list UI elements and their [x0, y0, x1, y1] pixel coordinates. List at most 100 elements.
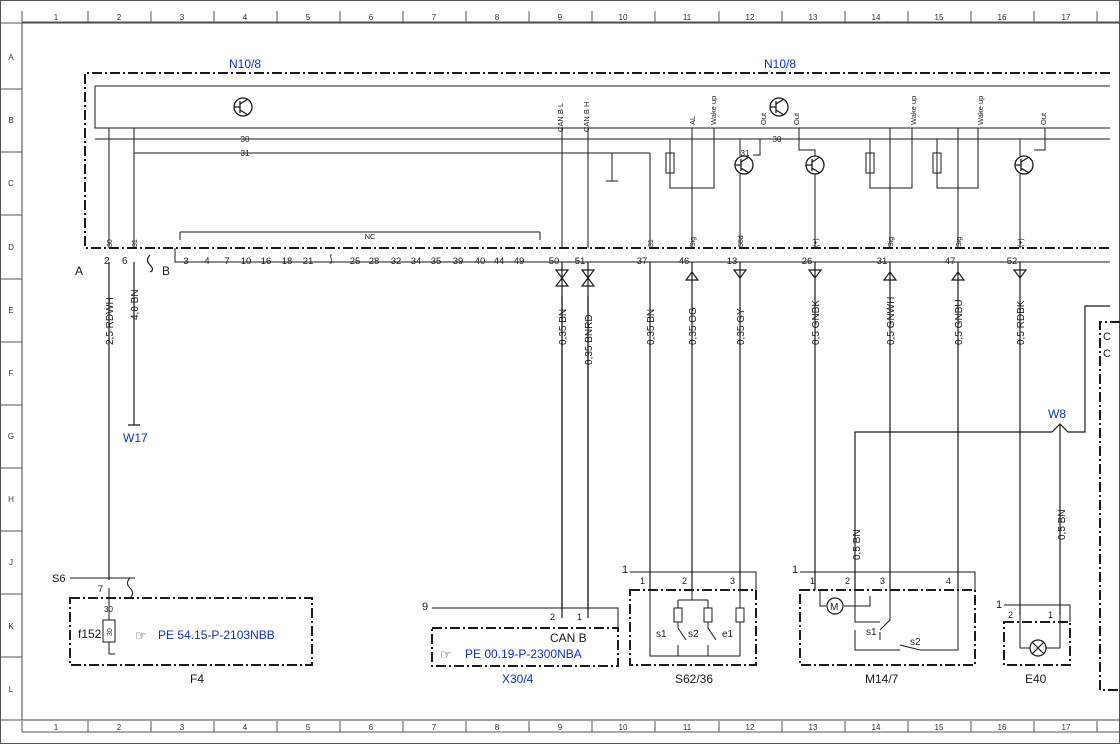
- pin-b-32: 32: [391, 256, 402, 267]
- grid-col-8: 8: [495, 723, 500, 732]
- wire-gauge-label: 0,35 BNRD: [584, 314, 595, 365]
- f4-pin30: 30: [104, 605, 113, 614]
- s62-pin-1: 1: [640, 576, 645, 586]
- x30-can-label: CAN B: [550, 631, 587, 645]
- wire-gauge-label: 0,5 GNBK: [811, 300, 822, 345]
- grid-col-3: 3: [180, 723, 185, 732]
- grid-col-13: 13: [809, 723, 818, 732]
- wire-a2-label: 2,5 RDWH: [105, 297, 116, 345]
- pin-b-3: 3: [183, 256, 188, 267]
- wire-a6-label: 4,0 BN: [130, 289, 141, 320]
- component-m14-7: [799, 571, 976, 666]
- f4-name: F4: [190, 672, 204, 686]
- grid-row-A: A: [8, 53, 14, 62]
- grid-col-16: 16: [998, 13, 1007, 22]
- pin-b-44: 44: [494, 256, 505, 267]
- can-bl-label: CAN B L: [556, 103, 565, 132]
- component-e40: [1003, 604, 1071, 666]
- e40-index: 1: [996, 599, 1002, 611]
- pin-a-2: 2: [104, 256, 110, 267]
- grid-col-12: 12: [746, 13, 755, 22]
- m14-motor-label: M: [830, 602, 838, 613]
- pin-a-6: 6: [122, 256, 128, 267]
- grid-col-4: 4: [243, 13, 248, 22]
- grid-row-H: H: [8, 495, 14, 504]
- connector-arrow-icon: [554, 269, 570, 279]
- grid-col-11: 11: [683, 13, 692, 22]
- wire-w8-right-label: 0,5 BN: [1057, 509, 1068, 540]
- grid-col-4: 4: [243, 723, 248, 732]
- nc-label: NC: [365, 232, 376, 241]
- wake-up-label-1: Wake up: [709, 96, 718, 125]
- m14-pin-2: 2: [845, 576, 850, 586]
- partial-right-label-1: C: [1103, 331, 1111, 343]
- grid-col-3: 3: [180, 13, 185, 22]
- pin-b-28: 28: [369, 256, 380, 267]
- grid-row-C: C: [8, 179, 14, 188]
- pin-b-31: 31: [877, 256, 888, 267]
- pin-b-52: 52: [1007, 256, 1018, 267]
- module-internal-wiring: [179, 128, 1046, 248]
- connector-arrow-icon: [732, 269, 748, 279]
- pin-b-51: 51: [575, 256, 586, 267]
- pin-b-4: 4: [204, 256, 209, 267]
- s62-pin-2: 2: [682, 576, 687, 586]
- pin-b-7: 7: [224, 256, 229, 267]
- grid-col-5: 5: [306, 723, 311, 732]
- connector-arrow-icon: [554, 277, 570, 287]
- m14-name: M14/7: [865, 672, 899, 686]
- wire-gauge-label: 0,5 RDBK: [1016, 300, 1027, 345]
- s62-s1: s1: [656, 629, 667, 640]
- x30-reference-link[interactable]: PE 00.19-P-2300NBA: [465, 647, 582, 661]
- wake-up-label-3: Wake up: [976, 96, 985, 125]
- pin-b-10: 10: [241, 256, 252, 267]
- pin-fn-30: 30: [107, 239, 114, 247]
- connector-a-label: A: [75, 264, 83, 278]
- bus-31-label-right: 31: [741, 149, 750, 158]
- grid-col-2: 2: [117, 13, 122, 22]
- wire-break-icon: ⟆: [329, 254, 333, 265]
- module-title-left: N10/8: [229, 57, 261, 71]
- grid-col-12: 12: [746, 723, 755, 732]
- grid-col-15: 15: [935, 13, 944, 22]
- f4-fuse-inner: 30: [107, 628, 114, 636]
- pin-b-26: 26: [802, 256, 813, 267]
- grid-col-6: 6: [369, 723, 374, 732]
- wake-up-label-2: Wake up: [909, 96, 918, 125]
- component-x30-4: [431, 296, 619, 667]
- grid-col-14: 14: [872, 13, 881, 22]
- connector-arrow-icon: [580, 269, 596, 279]
- x30-pin-1: 1: [577, 612, 582, 622]
- grid-col-7: 7: [432, 723, 437, 732]
- lamp-icon: [1029, 639, 1047, 657]
- w17-label: W17: [123, 431, 148, 445]
- grid-col-6: 6: [369, 13, 374, 22]
- x30-pin-2: 2: [550, 612, 555, 622]
- grid-col-11: 11: [683, 723, 692, 732]
- grid-row-K: K: [8, 622, 14, 631]
- s62-e1: e1: [722, 629, 734, 640]
- bus-30-label-right: 30: [773, 135, 782, 144]
- grid-row-F: F: [9, 369, 14, 378]
- reference-icon: ☞: [135, 628, 147, 643]
- feed-wires: [108, 254, 154, 580]
- al-label: AL: [688, 116, 697, 125]
- grid-col-1: 1: [54, 13, 59, 22]
- s62-pin-3: 3: [730, 576, 735, 586]
- connector-arrow-icon: [580, 277, 596, 287]
- component-s62-36: [629, 571, 757, 666]
- grid-col-13: 13: [809, 13, 818, 22]
- pin-b-25: 25: [350, 256, 361, 267]
- connector-arrow-icon: [684, 271, 700, 281]
- f4-reference-link[interactable]: PE 54.15-P-2103NBB: [158, 628, 275, 642]
- e40-pin-2: 2: [1008, 610, 1013, 620]
- grid-col-17: 17: [1062, 13, 1071, 22]
- wire-gauge-label: 0,35 OG: [688, 307, 699, 345]
- pin-function-label: Sig: [956, 237, 963, 247]
- component-f4: [69, 577, 313, 666]
